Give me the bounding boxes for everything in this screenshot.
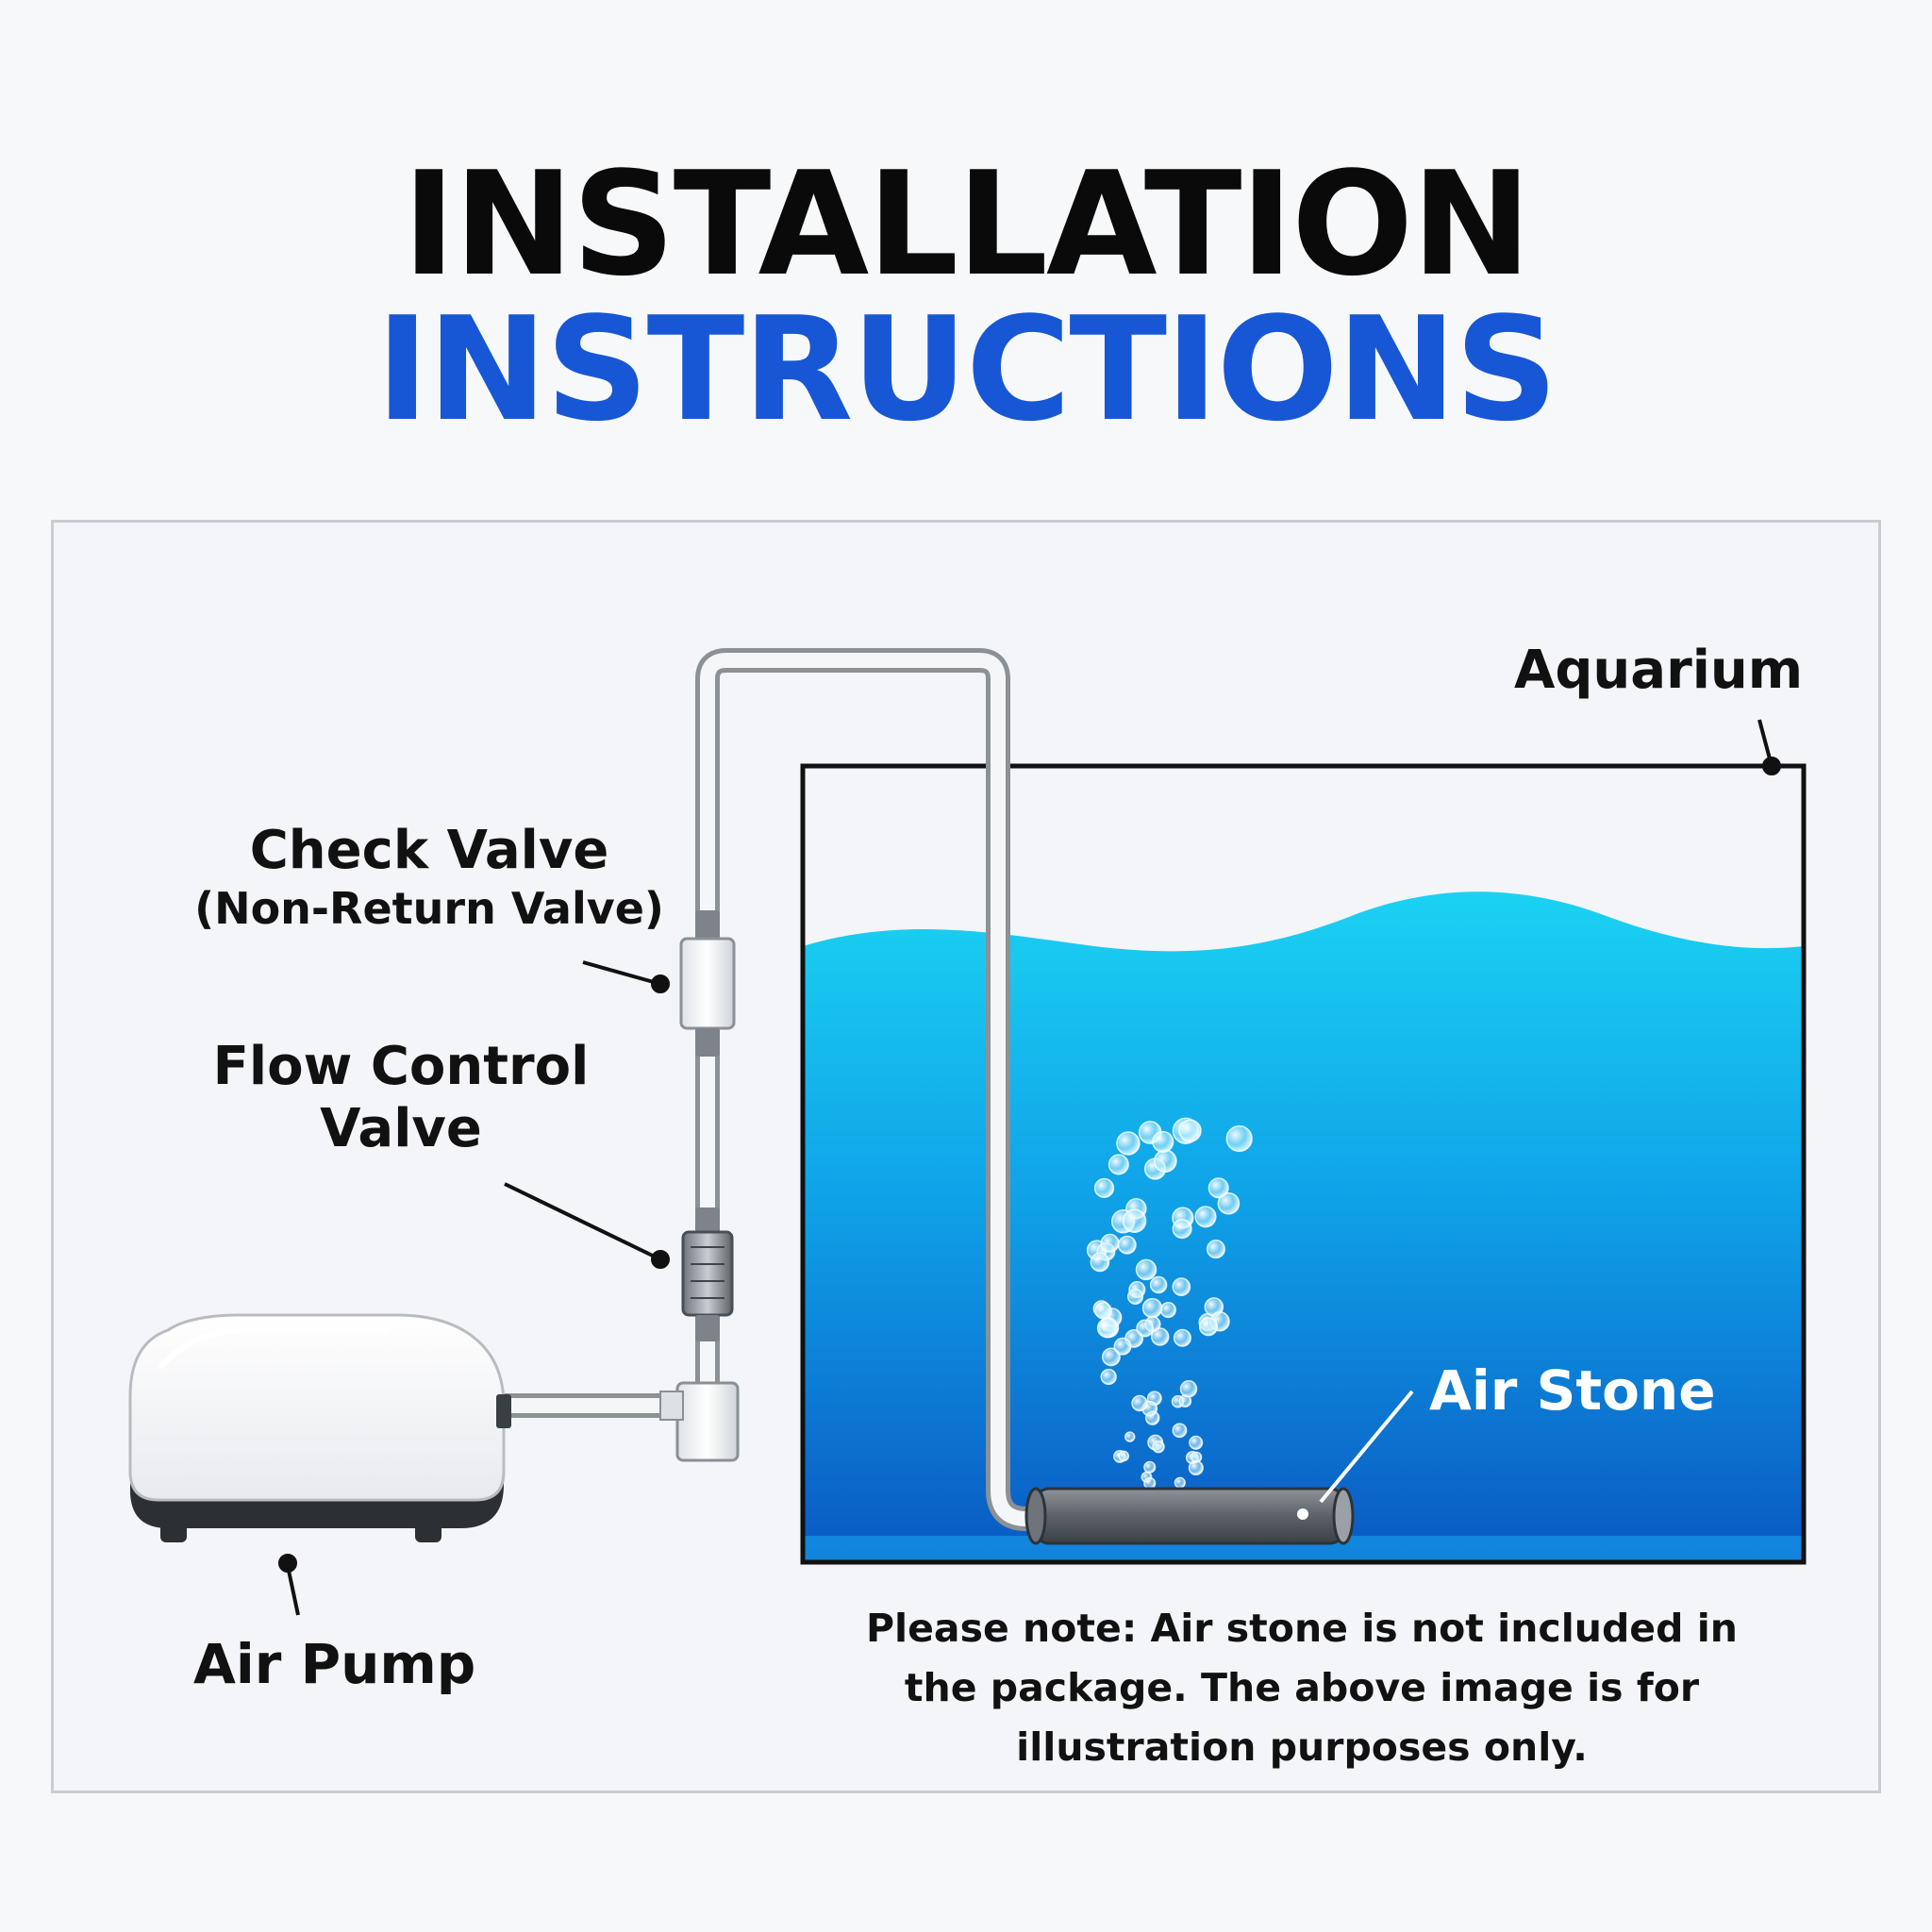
bubble (1126, 1288, 1144, 1306)
bubble (1208, 1177, 1229, 1199)
bubble (1093, 1177, 1115, 1199)
check-valve-icon (679, 910, 736, 1057)
bubble (1118, 1450, 1130, 1462)
label-check-valve-sub: (Non-Return Valve) (194, 883, 664, 934)
title-installation: INSTALLATION (402, 141, 1532, 308)
bubble (1136, 1319, 1155, 1338)
bubble (1124, 1431, 1136, 1442)
water-body (803, 891, 1804, 1562)
bubble (1198, 1317, 1219, 1337)
label-check-valve: Check Valve (249, 820, 609, 881)
bubble (1100, 1368, 1117, 1386)
bubble (1143, 1476, 1157, 1490)
bubble (1141, 1297, 1163, 1319)
bubble (1174, 1476, 1186, 1489)
air-tube (488, 648, 1059, 1531)
bubble (1096, 1317, 1118, 1339)
bubble (1152, 1130, 1174, 1153)
bubble (1143, 1460, 1157, 1474)
bubble (1152, 1440, 1165, 1454)
bubble (1100, 1233, 1120, 1253)
bubble (1173, 1328, 1191, 1347)
bubble (1116, 1131, 1141, 1156)
bubble (1149, 1275, 1168, 1294)
bubble (1179, 1380, 1198, 1398)
bubble (1217, 1191, 1241, 1215)
bubble (1194, 1206, 1217, 1228)
flow-control-valve-icon (659, 1208, 740, 1462)
bubble (1189, 1435, 1204, 1450)
label-air-pump: Air Pump (193, 1632, 476, 1696)
aquarium-tank-icon (800, 763, 1807, 1565)
bubble (1159, 1302, 1176, 1319)
bubble (1108, 1154, 1129, 1175)
leader-lines (278, 719, 1781, 1616)
bubble (1225, 1124, 1253, 1153)
bubble (1206, 1240, 1225, 1259)
bubble (1101, 1347, 1121, 1367)
bubble (1178, 1119, 1202, 1142)
bubble (1117, 1235, 1137, 1255)
bubble (1172, 1219, 1192, 1240)
tank-outline (800, 763, 1807, 1565)
bubble (1122, 1208, 1147, 1233)
bubble (1113, 1337, 1132, 1356)
disclaimer-note: Please note: Air stone is not included i… (866, 1606, 1738, 1770)
label-flow-control-valve: Flow Control Valve (212, 1036, 590, 1159)
bubble (1172, 1423, 1188, 1439)
bubble (1172, 1277, 1191, 1296)
label-aquarium: Aquarium (1514, 640, 1804, 701)
air-pump-icon (128, 1313, 511, 1542)
bubble (1090, 1252, 1110, 1273)
bubble (1150, 1327, 1170, 1346)
bubble (1094, 1302, 1112, 1320)
bubble (1191, 1451, 1203, 1463)
bubble (1135, 1258, 1158, 1281)
bubble (1131, 1394, 1148, 1412)
bubble (1188, 1459, 1204, 1476)
title-instructions: INSTRUCTIONS (375, 286, 1557, 453)
label-air-stone: Air Stone (1429, 1358, 1716, 1423)
air-stone-leader (1319, 1390, 1414, 1504)
air-stone-icon (1024, 1487, 1355, 1545)
bubbles (1086, 1117, 1253, 1490)
bubble (1153, 1149, 1177, 1174)
